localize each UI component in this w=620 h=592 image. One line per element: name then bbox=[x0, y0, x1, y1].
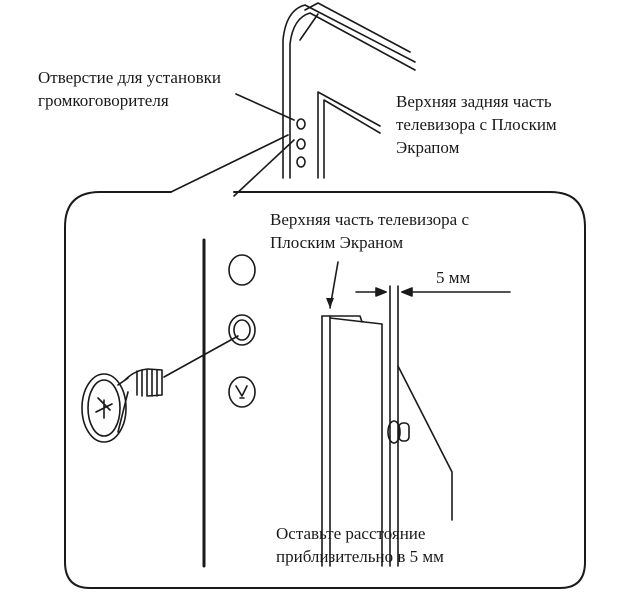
screw bbox=[81, 368, 163, 443]
leave-gap-label: Оставьте расстояние приблизительно в 5 м… bbox=[276, 524, 444, 566]
side-section bbox=[321, 285, 453, 567]
callout-frame bbox=[64, 191, 586, 589]
callout-pointer bbox=[170, 134, 295, 197]
gap-value-label: 5 мм bbox=[436, 268, 471, 287]
insertion-line bbox=[163, 335, 239, 378]
gap-dimension bbox=[355, 287, 511, 297]
speaker-holes-small bbox=[296, 118, 306, 168]
speaker-hole-leader bbox=[235, 93, 295, 121]
tv-top-label: Верхняя часть телевизора с Плоским Экран… bbox=[270, 210, 470, 252]
tv-rear-top-label: Верхняя задняя часть телевизора с Плоски… bbox=[396, 92, 557, 157]
panel-edge-detail bbox=[202, 238, 256, 568]
speaker-hole-label: Отверстие для установки громкоговорителя bbox=[38, 68, 221, 110]
tv-rear-corner bbox=[282, 2, 416, 179]
